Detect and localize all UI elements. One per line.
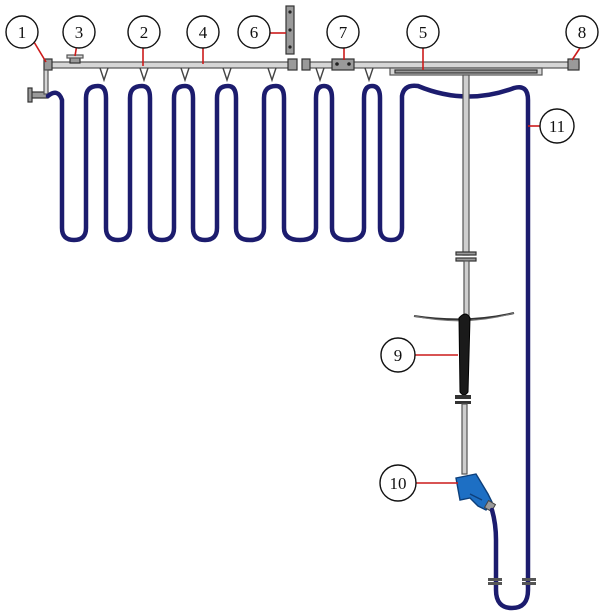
left-rail <box>43 58 298 71</box>
svg-text:8: 8 <box>578 23 587 42</box>
callout-3: 3 <box>62 15 96 49</box>
callout-5: 5 <box>406 15 440 49</box>
looped-hose <box>45 83 531 588</box>
rail-clamp <box>331 58 355 71</box>
callout-4: 4 <box>186 15 220 49</box>
callout-11: 11 <box>539 108 575 144</box>
nozzle-hose <box>489 507 531 611</box>
callout-2: 2 <box>127 15 161 49</box>
svg-text:10: 10 <box>390 474 407 493</box>
grip-handle <box>455 313 471 404</box>
callout-6: 6 <box>237 15 271 49</box>
svg-text:2: 2 <box>140 23 149 42</box>
callout-leaders <box>33 32 581 484</box>
spray-nozzle <box>455 473 497 513</box>
telescopic-boom <box>455 74 477 322</box>
svg-text:5: 5 <box>419 23 428 42</box>
svg-text:11: 11 <box>549 117 565 136</box>
svg-text:9: 9 <box>394 346 403 365</box>
callout-8: 8 <box>565 15 599 49</box>
svg-text:3: 3 <box>75 23 84 42</box>
svg-text:7: 7 <box>339 23 348 42</box>
callout-7: 7 <box>326 15 360 49</box>
boom-trolley <box>389 67 543 76</box>
hose-hangers <box>99 67 374 83</box>
callout-1: 1 <box>5 15 39 49</box>
spare-hanger-part <box>285 5 295 55</box>
callout-9: 9 <box>380 337 416 373</box>
callout-10: 10 <box>379 464 417 502</box>
svg-text:4: 4 <box>199 23 208 42</box>
svg-text:6: 6 <box>250 23 259 42</box>
inlet-valve <box>27 69 49 103</box>
rail-bracket <box>66 54 84 64</box>
svg-text:1: 1 <box>18 23 27 42</box>
